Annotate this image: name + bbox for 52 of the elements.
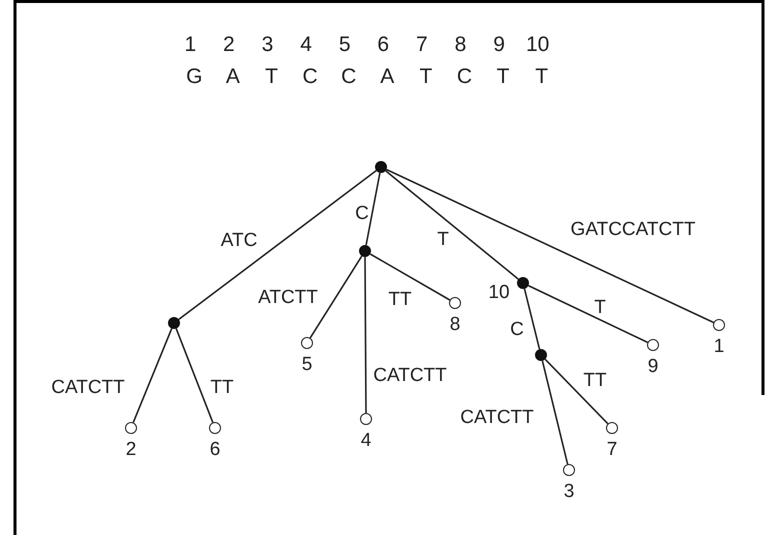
edge-label: TT (388, 290, 412, 310)
edge-label: ATCTT (258, 288, 318, 308)
node-number: 3 (564, 482, 574, 502)
open-node-circle (360, 413, 372, 425)
edge-label: GATCCATCTT (570, 220, 696, 240)
tree-edge (365, 172, 381, 246)
node-number: 10 (488, 283, 510, 303)
node-number: 7 (606, 440, 618, 460)
tree-edge (175, 328, 214, 423)
tree-edge (132, 328, 172, 423)
node-number: 5 (302, 355, 312, 375)
edge-label: C (510, 320, 524, 340)
open-node-circle (125, 422, 137, 434)
tree-edge (544, 358, 608, 424)
node-number: 1 (714, 337, 724, 357)
tree-edge (528, 284, 648, 344)
open-node-circle (606, 422, 618, 434)
node-number: 6 (210, 440, 220, 460)
tree-edge (178, 170, 377, 320)
edge-label: C (355, 204, 369, 224)
tree-edge (542, 360, 568, 464)
node-number: 8 (450, 315, 460, 335)
edge-label: CATCTT (373, 366, 447, 386)
edge-label: CATCTT (460, 408, 534, 428)
filled-node-dot (168, 317, 180, 329)
edge-label: ATC (220, 231, 258, 251)
filled-node-dot (535, 349, 547, 361)
open-node-circle (449, 297, 461, 309)
tree-edge (370, 253, 450, 301)
filled-node-dot (375, 161, 387, 173)
edge-label: T (594, 298, 606, 318)
node-number: 2 (126, 440, 136, 460)
open-node-circle (647, 339, 659, 351)
filled-node-dot (359, 245, 371, 257)
edge-label: TT (210, 378, 234, 398)
position-numbers: 1 2 3 4 5 6 7 8 9 10 (183, 33, 550, 57)
filled-node-dot (517, 277, 529, 289)
open-node-circle (713, 319, 725, 331)
tree-edge (364, 257, 367, 413)
edge-label: TT (583, 371, 607, 391)
tree-edge (310, 256, 362, 338)
open-node-circle (301, 337, 313, 349)
open-node-circle (563, 464, 575, 476)
open-node-circle (209, 422, 221, 434)
tree-edge (386, 168, 714, 324)
tree-edge (524, 288, 540, 350)
edge-label: T (437, 230, 449, 250)
node-number: 9 (648, 357, 658, 377)
node-number: 4 (360, 431, 372, 451)
edge-label: CATCTT (51, 378, 125, 398)
sequence-letters: G A T C C A T C T T (185, 65, 550, 89)
tree-edge (385, 170, 519, 280)
